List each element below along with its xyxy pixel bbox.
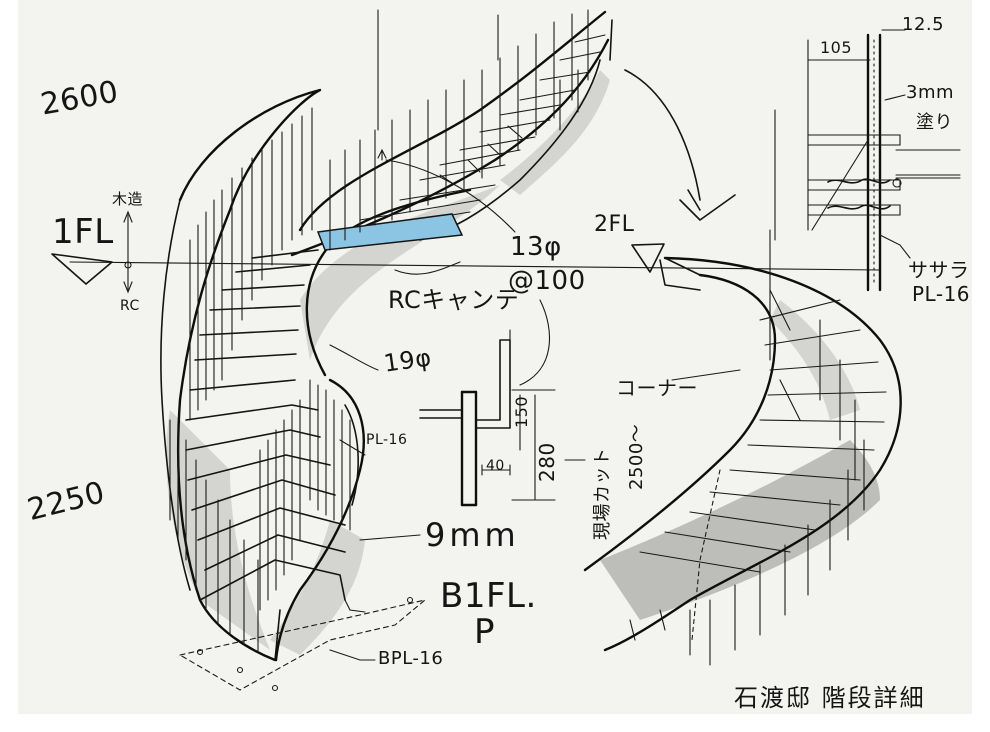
label-rc-cantilever: RCキャンテ [388,286,520,314]
rod-connection-detail [419,299,586,507]
label-b1fl-marker: P [474,612,496,652]
label-1fl: 1FL [52,212,114,252]
label-sasara-1: ササラ [908,258,970,282]
spiral-stair-perspective [160,9,613,692]
label-dim-2500: 2500～ [626,423,647,490]
label-base-plate: BPL-16 [378,648,444,669]
label-rod-spec-1: 13φ [510,232,562,262]
label-2fl: 2FL [594,212,635,237]
level-marker-1fl [51,210,881,294]
label-wood: 木造 [112,190,144,208]
label-pl16: PL-16 [366,432,408,448]
label-dim-150: 150 [512,395,531,428]
label-dim-cut: 現場カット [592,447,613,541]
label-corner: コーナー [616,376,698,400]
label-9mm: 9mm [425,516,520,554]
label-b1fl: B1FL. [440,576,537,616]
label-paint-2: 塗り [916,112,953,133]
drawing-title: 石渡邸 階段詳細 [734,684,926,712]
label-sasara-2: PL-16 [912,282,971,306]
label-dim-280: 280 [535,442,559,482]
label-paint-1: 3mm [906,82,955,103]
transition-arrow [624,69,736,221]
label-dim-40: 40 [486,458,505,474]
label-dim-105: 105 [820,38,853,57]
label-rod-spec-2: @100 [508,266,586,296]
tread-section-detail [807,29,961,292]
label-rc-small: RC [120,298,140,314]
spiral-stair-upper-view [583,109,902,666]
rc-cantilever-landing [316,213,464,251]
label-dim-12-5: 12.5 [902,14,945,35]
